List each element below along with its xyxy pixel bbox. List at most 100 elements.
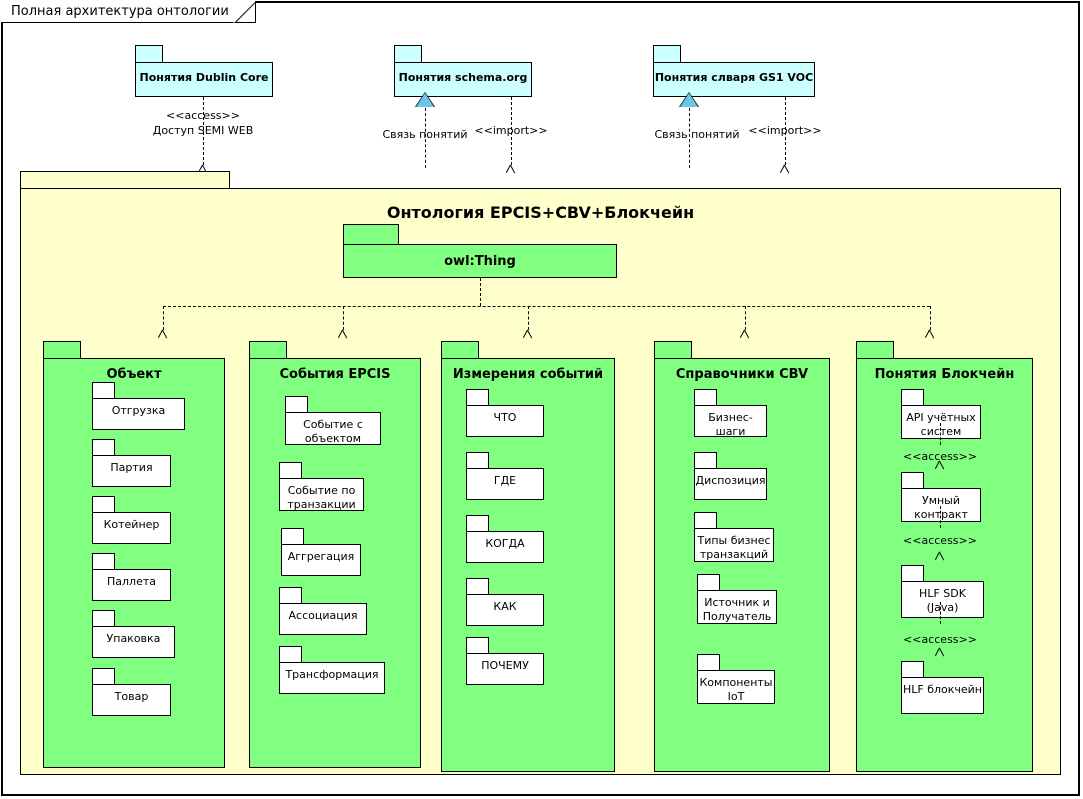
package-body: Источник и Получатель <box>697 590 777 624</box>
package-body: Компоненты IoT <box>697 670 775 704</box>
package-body: Бизнес-шаги <box>694 405 767 438</box>
package-label: Справочники CBV <box>675 367 809 382</box>
package-tab-icon <box>92 382 115 399</box>
package-body: ЧТО <box>466 405 544 437</box>
package-tab-icon <box>653 45 681 62</box>
package-label: Понятия Блокчейн <box>874 367 1015 382</box>
package-tab-icon <box>249 341 287 359</box>
package-tab-icon <box>901 389 924 406</box>
package-label: Ассоциация <box>288 609 358 622</box>
tree-drop-line-5 <box>930 306 931 330</box>
tree-drop-line-2 <box>343 306 344 330</box>
access-line-1 <box>940 423 941 445</box>
package-body: HLF блокчейн <box>901 677 984 714</box>
package-tab-icon <box>279 646 302 663</box>
diagram-frame-title: Полная архитектура онтологии <box>1 1 256 23</box>
tree-branch-bar <box>163 306 930 307</box>
package-tab-icon <box>92 553 115 570</box>
tree-trunk-line <box>480 278 481 306</box>
package-label: Умный контракт <box>914 494 968 521</box>
package-label: ПОЧЕМУ <box>481 659 529 672</box>
package-tab-icon <box>466 578 489 595</box>
access-line-3 <box>940 602 941 624</box>
package-dublin-core[interactable]: Понятия Dublin Core <box>135 45 273 97</box>
package-tab-icon <box>901 661 924 678</box>
package-tab-icon <box>441 341 479 359</box>
package-label: Понятия schema.org <box>398 71 528 84</box>
package-label: Партия <box>110 461 153 474</box>
relation-label-svyaz-ponyatiy-schema: Связь понятий <box>382 128 468 141</box>
package-body: HLF SDK (Java) <box>901 581 984 618</box>
package-body: Паллета <box>92 569 171 601</box>
package-label: Понятия Dublin Core <box>139 71 269 84</box>
package-tab-icon <box>901 565 924 582</box>
package-body: Понятия слваря GS1 VOC <box>653 62 815 97</box>
package-body: Понятия Dublin Core <box>135 62 273 97</box>
package-label: Аггрегация <box>287 550 355 563</box>
package-label: Событие по транзакции <box>287 484 356 511</box>
package-tab-icon <box>466 452 489 469</box>
package-body: Событие по транзакции <box>279 478 364 511</box>
package-tab-icon <box>279 587 302 604</box>
package-tab-icon <box>901 472 924 489</box>
package-tab-icon <box>279 462 302 479</box>
package-tab-icon <box>135 45 163 62</box>
package-label: HLF блокчейн <box>902 683 983 696</box>
package-label: owl:Thing <box>444 254 516 269</box>
relation-label-svyaz-ponyatiy-gs1: Связь понятий <box>654 128 740 141</box>
access-line-2 <box>940 506 941 528</box>
package-owl-thing[interactable]: owl:Thing <box>343 224 617 278</box>
package-tab-icon <box>654 341 692 359</box>
package-tab-icon <box>466 515 489 532</box>
dependency-line-dublin-core <box>203 97 204 165</box>
package-label: Упаковка <box>106 632 161 645</box>
package-tab-icon <box>466 389 489 406</box>
package-label: Объект <box>106 367 162 382</box>
package-body: КОГДА <box>466 531 544 563</box>
package-body: ГДЕ <box>466 468 544 500</box>
tree-drop-line-1 <box>163 306 164 330</box>
package-tab-icon <box>694 389 717 406</box>
access-stereotype-2: <<access>> <box>903 534 977 547</box>
frame-corner-fold-icon <box>233 1 255 23</box>
dependency-line-import-gs1 <box>785 97 786 165</box>
package-label: Понятия слваря GS1 VOC <box>654 71 814 84</box>
package-body: Котейнер <box>92 512 171 544</box>
package-tab-icon <box>856 341 894 359</box>
package-body: Отгрузка <box>92 398 185 430</box>
package-tab-icon <box>20 171 230 189</box>
package-body: Трансформация <box>279 662 385 694</box>
dependency-line-import-schema-org <box>511 97 512 165</box>
package-tab-icon <box>92 610 115 627</box>
package-tab-icon <box>285 396 308 413</box>
package-label: Котейнер <box>103 518 160 531</box>
package-label: Компоненты IoT <box>699 676 773 703</box>
package-body: Понятия schema.org <box>394 62 532 97</box>
generalization-arrowhead-gs1 <box>680 93 698 107</box>
package-body: owl:Thing <box>343 244 617 278</box>
package-tab-icon <box>43 341 81 359</box>
package-label: Типы бизнес транзакций <box>697 534 771 561</box>
diagram-frame-title-label: Полная архитектура онтологии <box>11 4 229 19</box>
package-gs1-voc[interactable]: Понятия слваря GS1 VOC <box>653 45 815 97</box>
package-label: ЧТО <box>493 411 517 424</box>
package-tab-icon <box>697 574 720 591</box>
generalization-arrowhead-schema-org <box>416 93 434 107</box>
tree-drop-line-3 <box>528 306 529 330</box>
package-label: КАК <box>493 600 517 613</box>
package-schema-org[interactable]: Понятия schema.org <box>394 45 532 97</box>
package-body: Типы бизнес транзакций <box>694 528 774 562</box>
access-stereotype-3: <<access>> <box>903 633 977 646</box>
package-label: КОГДА <box>485 537 525 550</box>
package-body: Товар <box>92 684 171 716</box>
dependency-stereotype-access: <<access>> <box>166 109 240 122</box>
package-label: Источник и Получатель <box>702 596 772 623</box>
package-tab-icon <box>92 668 115 685</box>
package-body: ПОЧЕМУ <box>466 653 544 685</box>
package-tab-icon <box>466 637 489 654</box>
access-stereotype-1: <<access>> <box>903 450 977 463</box>
package-body: Диспозиция <box>694 468 767 500</box>
package-tab-icon <box>394 45 422 62</box>
package-tab-icon <box>92 496 115 513</box>
